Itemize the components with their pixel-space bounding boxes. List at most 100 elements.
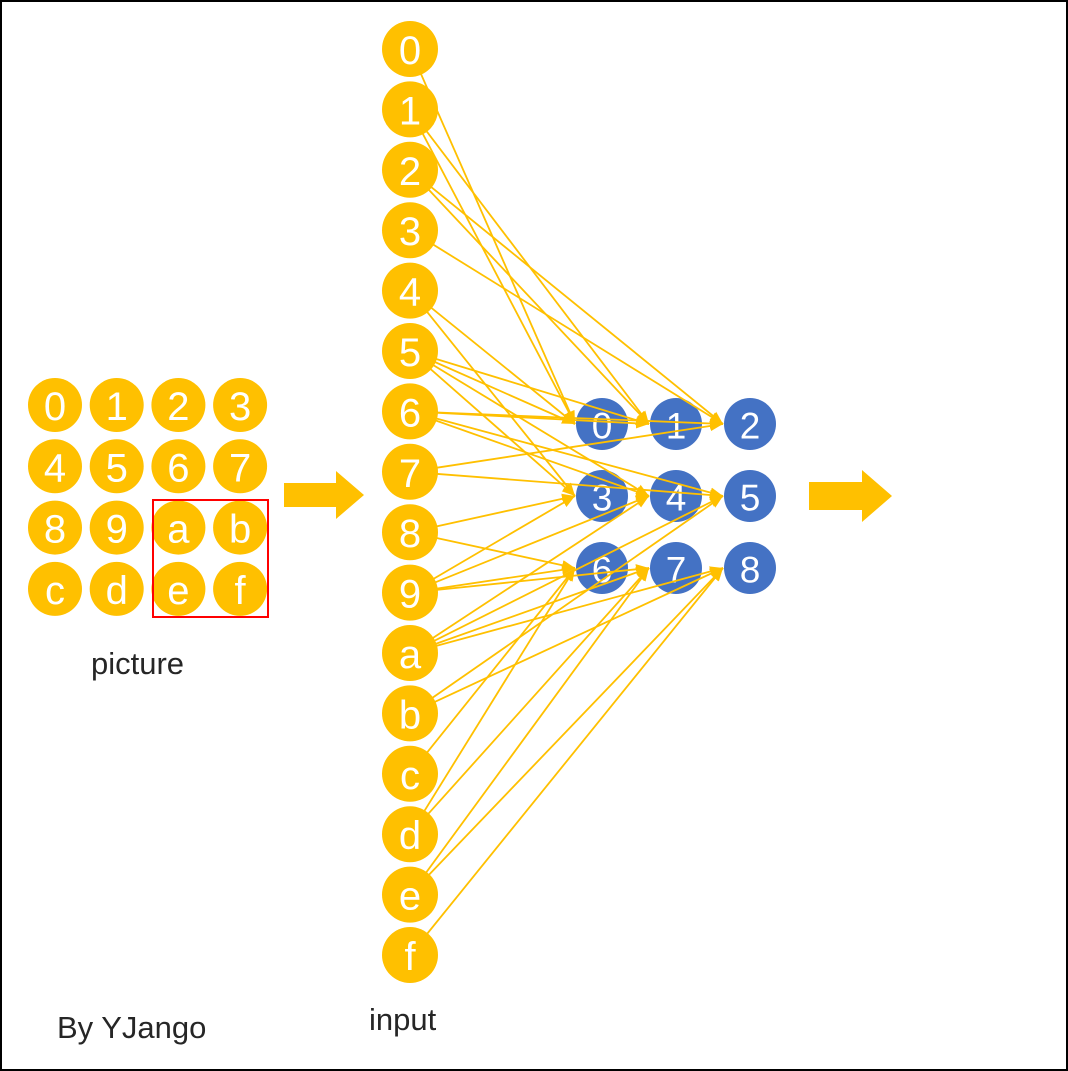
connection-line-b-to-8: [409, 567, 724, 715]
credit-text: By YJango: [57, 1010, 207, 1045]
input-node-2: [382, 141, 438, 198]
output-node-0: [576, 398, 628, 450]
output-node-label-5: 5: [740, 478, 761, 519]
input-node-4: [382, 262, 438, 319]
input-node-label-e: e: [399, 875, 421, 919]
input-node-label-f: f: [404, 935, 416, 979]
picture-cell-b: [213, 500, 268, 555]
picture-cell-6: [151, 439, 206, 494]
picture-cell-f: [213, 561, 268, 616]
picture-cell-label-1: 1: [106, 385, 128, 429]
picture-cell-label-5: 5: [106, 446, 128, 490]
connection-line-9-to-4: [409, 495, 650, 594]
output-node-label-4: 4: [666, 478, 687, 519]
input-node-b: [382, 685, 438, 742]
kernel-highlight-rect: [152, 499, 269, 618]
picture-cell-label-a: a: [167, 508, 190, 552]
input-node-label-9: 9: [399, 573, 421, 617]
input-node-f: [382, 927, 438, 983]
input-node-label-5: 5: [399, 331, 421, 375]
output-node-8: [724, 542, 776, 594]
picture-cell-3: [213, 378, 268, 432]
input-node-d: [382, 806, 438, 863]
picture-cell-c: [28, 561, 82, 616]
input-node-8: [382, 504, 438, 561]
picture-cell-label-3: 3: [229, 385, 251, 429]
connection-line-1-to-0: [409, 108, 576, 425]
picture-cell-8: [28, 500, 82, 555]
connection-line-7-to-5: [409, 470, 724, 501]
picture-cell-d: [89, 561, 144, 616]
input-node-label-4: 4: [399, 271, 421, 315]
picture-cell-label-e: e: [167, 569, 189, 613]
input-node-label-1: 1: [399, 89, 421, 133]
picture-cell-7: [213, 439, 268, 494]
connection-line-f-to-8: [409, 567, 724, 956]
input-node-label-3: 3: [399, 210, 421, 254]
output-node-label-8: 8: [740, 550, 761, 591]
input-node-label-0: 0: [399, 29, 421, 73]
connection-line-5-to-1: [409, 350, 650, 426]
output-node-label-7: 7: [666, 550, 687, 591]
connection-line-e-to-7: [409, 567, 650, 896]
picture-cell-label-d: d: [106, 569, 128, 613]
input-caption: input: [369, 1002, 437, 1037]
input-node-a: [382, 625, 438, 681]
input-node-label-2: 2: [399, 150, 421, 194]
connection-line-5-to-4: [409, 350, 650, 497]
picture-cell-label-2: 2: [167, 385, 189, 429]
picture-cell-label-7: 7: [229, 446, 251, 490]
picture-cell-1: [89, 378, 144, 432]
connection-line-2-to-2: [409, 169, 724, 425]
picture-cell-label-b: b: [229, 508, 251, 552]
output-node-4: [650, 470, 702, 522]
picture-cell-a: [151, 500, 206, 555]
output-node-7: [650, 542, 702, 594]
connection-line-7-to-2: [409, 420, 724, 473]
connection-line-9-to-3: [409, 495, 576, 594]
connection-line-8-to-6: [409, 531, 576, 571]
flow-arrow-right-icon: [809, 470, 892, 522]
connection-line-8-to-3: [409, 493, 576, 534]
picture-cell-5: [89, 439, 144, 494]
input-node-5: [382, 323, 438, 379]
output-node-label-1: 1: [666, 406, 687, 447]
connection-line-b-to-5: [409, 495, 724, 715]
connection-line-6-to-4: [409, 410, 650, 497]
input-node-label-b: b: [399, 693, 421, 737]
picture-cell-label-c: c: [45, 569, 65, 613]
picture-cell-e: [151, 561, 206, 616]
input-node-6: [382, 383, 438, 440]
output-node-1: [650, 398, 702, 450]
input-node-1: [382, 81, 438, 138]
picture-caption: picture: [91, 646, 185, 681]
connection-line-e-to-8: [409, 567, 724, 896]
picture-cell-4: [28, 439, 82, 494]
connection-line-6-to-5: [409, 410, 724, 498]
input-node-label-7: 7: [399, 452, 421, 496]
input-node-label-c: c: [400, 754, 420, 798]
picture-cell-0: [28, 378, 82, 432]
picture-cell-2: [151, 378, 206, 432]
input-node-c: [382, 745, 438, 802]
connection-line-5-to-0: [409, 350, 576, 425]
flow-arrow-left-icon: [284, 471, 364, 519]
picture-cell-9: [89, 500, 144, 555]
picture-cell-label-8: 8: [44, 508, 66, 552]
connection-line-c-to-6: [409, 567, 576, 775]
connection-line-d-to-6: [409, 567, 576, 835]
connection-line-9-to-7: [409, 564, 650, 594]
input-node-3: [382, 202, 438, 259]
connection-line-d-to-7: [409, 567, 650, 835]
input-node-0: [382, 21, 438, 77]
picture-cell-label-6: 6: [167, 446, 189, 490]
connection-line-3-to-2: [409, 229, 724, 425]
connection-line-a-to-7: [409, 567, 650, 654]
input-node-label-d: d: [399, 814, 421, 858]
connection-line-4-to-0: [409, 289, 576, 425]
output-node-label-0: 0: [592, 406, 613, 447]
input-node-label-6: 6: [399, 391, 421, 435]
output-node-2: [724, 398, 776, 450]
